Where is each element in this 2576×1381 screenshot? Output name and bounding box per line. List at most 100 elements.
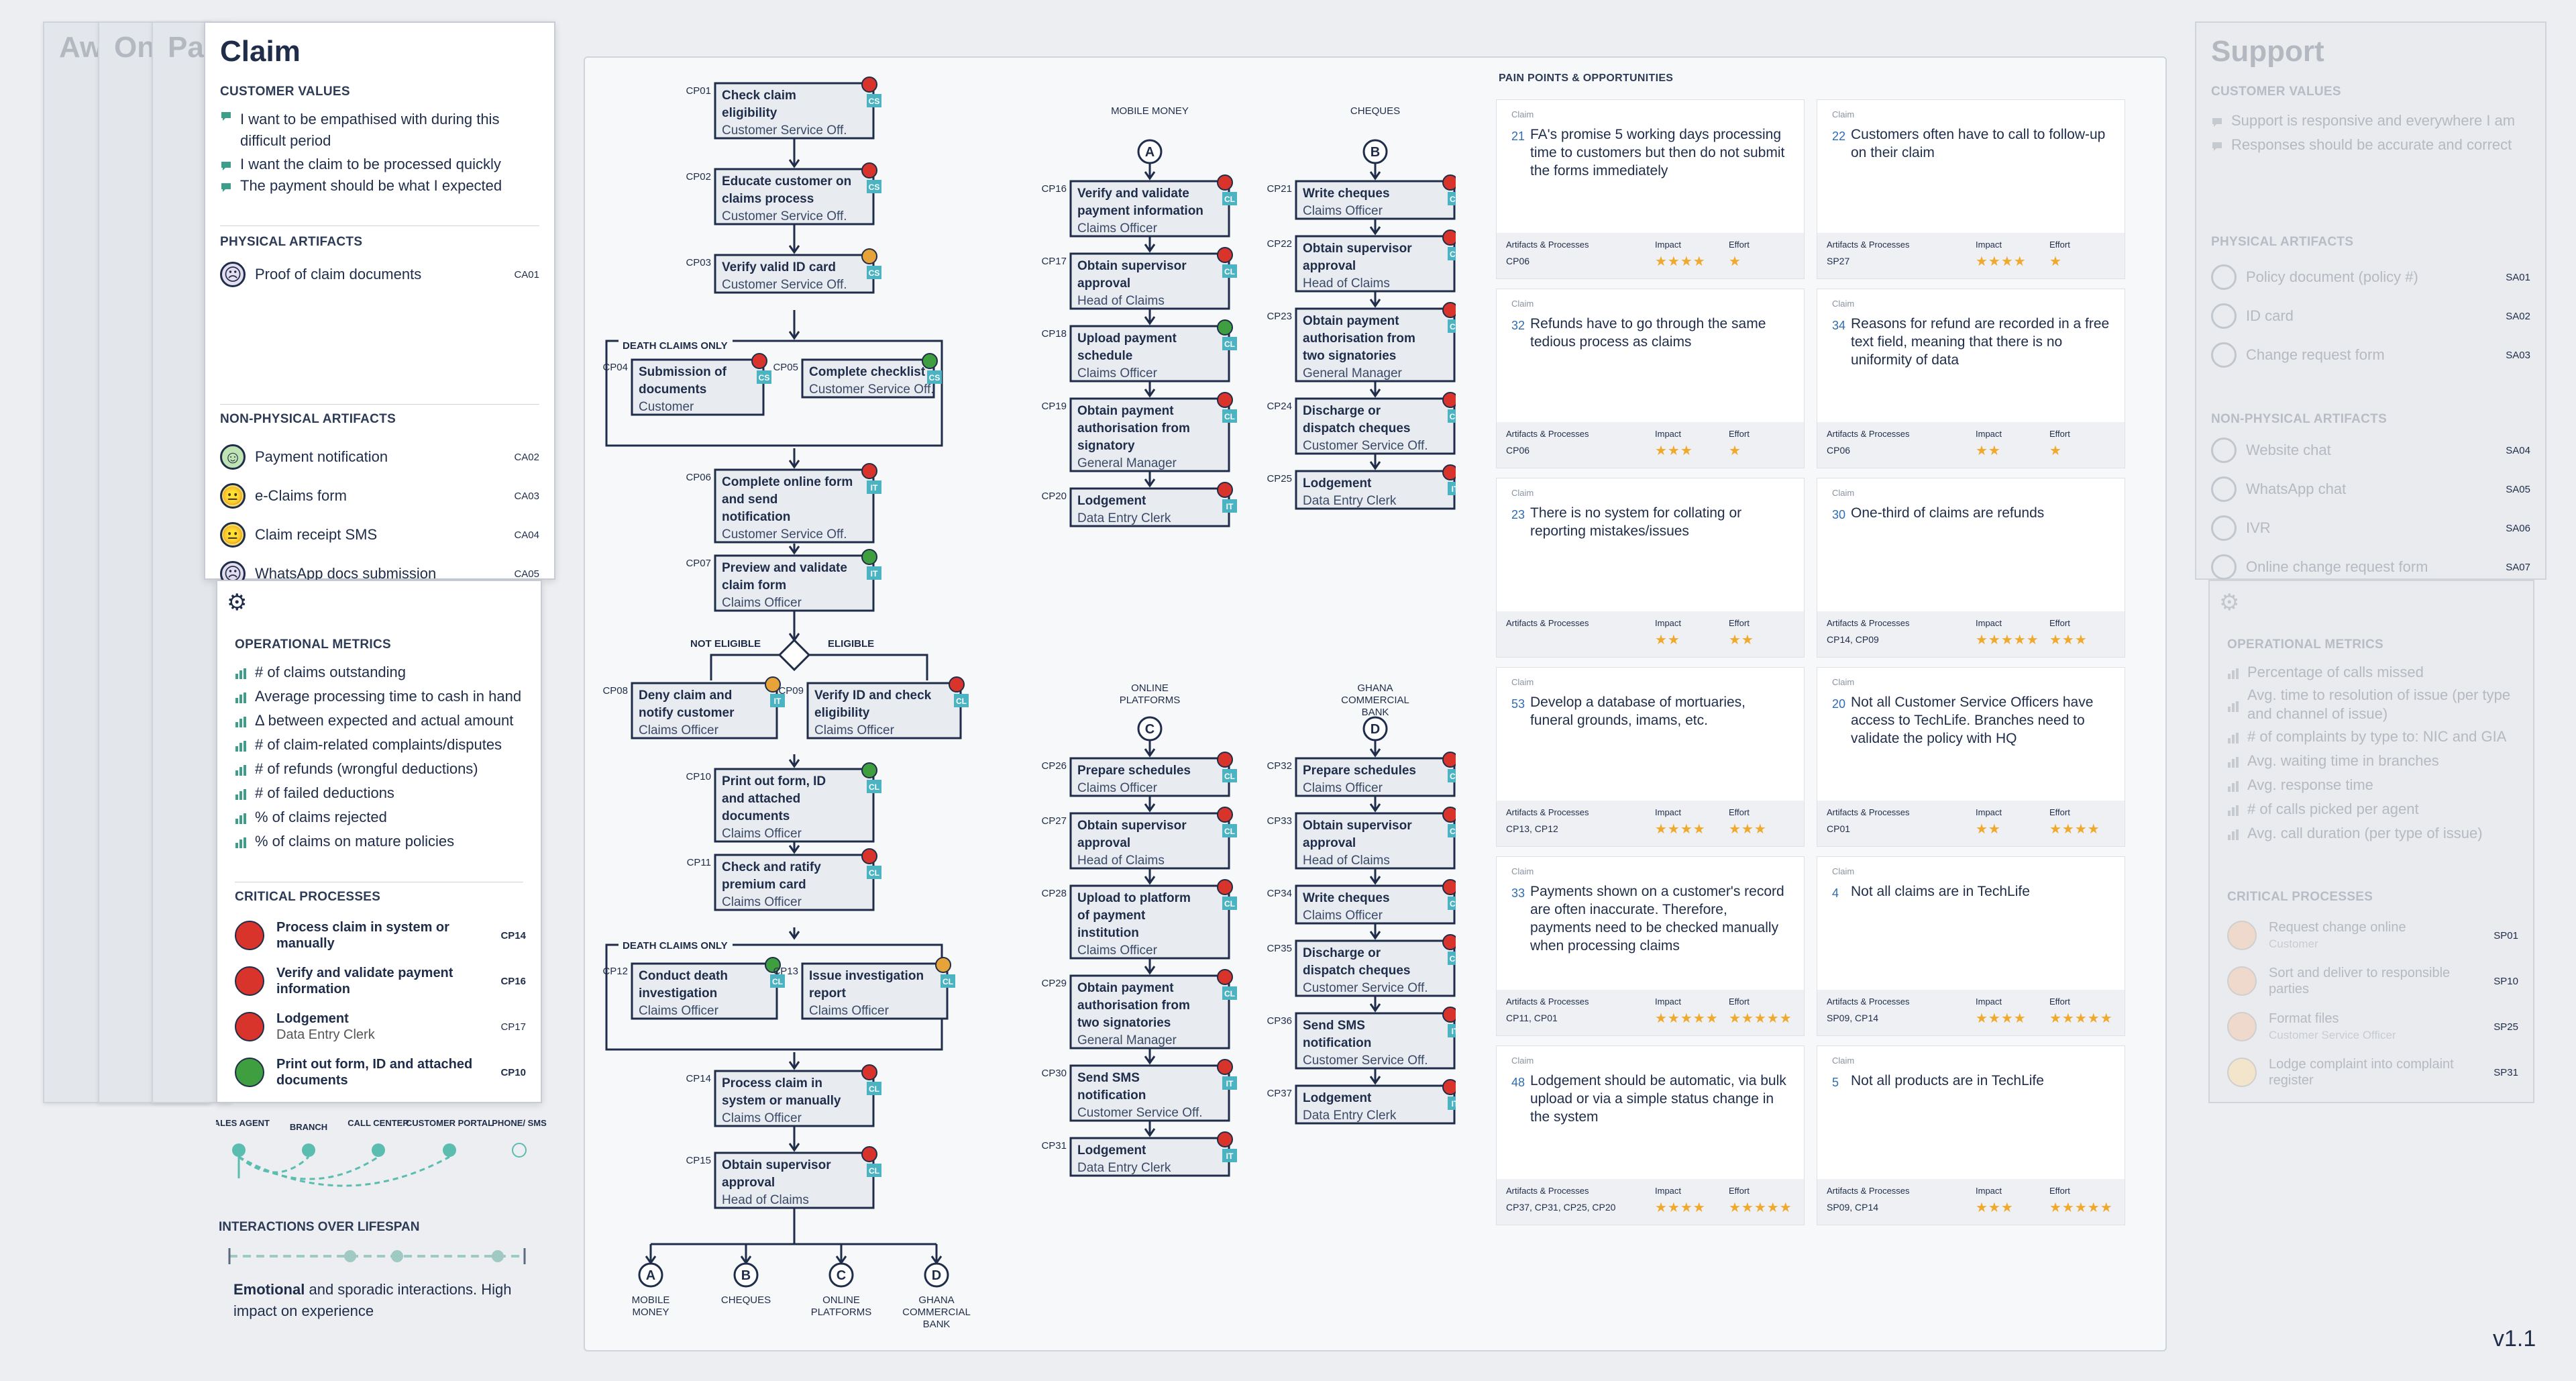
process-box	[631, 682, 778, 739]
channel-dot	[512, 1143, 527, 1158]
card-type: Claim	[1511, 488, 1534, 498]
tag-label: CL	[869, 782, 879, 792]
critical-process[interactable]: Print out form, ID and attached document…	[235, 1050, 526, 1095]
bar-chart-icon	[235, 690, 247, 703]
impact-label: Impact	[1655, 618, 1682, 628]
process-title: institution	[1077, 926, 1139, 940]
tag-badge	[867, 480, 881, 494]
process-box	[714, 554, 875, 612]
process-title: signatory	[1077, 439, 1135, 453]
support-card[interactable]: Support CUSTOMER VALUES Support is respo…	[2195, 21, 2546, 580]
artifacts-label: Artifacts & Processes	[1506, 618, 1589, 628]
metric-item: % of claims on mature policies	[235, 829, 537, 854]
effort-stars: ★★★★★	[2049, 1011, 2113, 1026]
process-title: eligibility	[814, 706, 870, 720]
customer-value: I want the claim to be processed quickly	[220, 156, 542, 173]
effort-stars: ★★★★★	[1729, 1200, 1792, 1215]
metric-item: Average processing time to cash in hand	[235, 684, 537, 709]
process-role: Customer	[639, 400, 694, 414]
impact-label: Impact	[1655, 1186, 1682, 1196]
card-type: Claim	[1511, 677, 1534, 687]
artifacts-value: CP13, CP12	[1506, 823, 1558, 834]
process-role: Data Entry Clerk	[1077, 1161, 1171, 1175]
card-text: Develop a database of mortuaries, funera…	[1530, 695, 1746, 728]
impact-label: Impact	[1655, 996, 1682, 1007]
connector-label: MOBILE	[632, 1294, 670, 1306]
impact-label: Impact	[1976, 996, 2002, 1007]
process-title: Write cheques	[1303, 187, 1390, 201]
process-code: CP03	[686, 257, 711, 268]
branch-label: NOT ELIGIBLE	[690, 638, 761, 650]
channel-label: CALL CENTER	[347, 1118, 409, 1128]
tag-badge	[757, 370, 771, 384]
connector-letter: B	[1371, 145, 1380, 160]
claim-operations-card[interactable]: ⚙ OPERATIONAL METRICS # of claims outsta…	[216, 580, 542, 1103]
card-number: 53	[1511, 697, 1525, 711]
bar-chart-icon	[2227, 666, 2239, 679]
artifacts-label: Artifacts & Processes	[1506, 429, 1589, 439]
physical-artifact[interactable]: Policy document (policy #)SA01	[2211, 258, 2530, 297]
card-type: Claim	[1832, 488, 1855, 498]
effort-stars: ★★	[1729, 633, 1754, 648]
tag-label: CL	[869, 1166, 879, 1176]
effort-stars: ★★★	[2049, 633, 2088, 648]
card-number: 30	[1832, 508, 1846, 521]
connector-label: ONLINE	[1131, 682, 1169, 694]
process-role: Claims Officer	[639, 723, 719, 737]
process-role: Claims Officer	[1077, 221, 1158, 236]
process-title: schedule	[1077, 349, 1132, 363]
group-label-bg	[619, 338, 733, 352]
process-code: CP25	[1267, 473, 1292, 484]
card-number: 20	[1832, 697, 1846, 711]
process-role: Customer Service Off.	[722, 278, 847, 292]
process-title: notification	[1303, 1036, 1371, 1050]
process-code: CP36	[1267, 1015, 1292, 1027]
process-role: Claims Officer	[722, 827, 802, 841]
process-title: Print out form, ID	[722, 774, 826, 788]
pain-point-card[interactable]: Claim 53 Develop a database of mortuaries,…	[1496, 667, 1805, 847]
process-box	[1069, 1137, 1230, 1177]
status-dot	[2227, 966, 2257, 996]
tag-badge	[1448, 409, 1456, 423]
arrow-head	[788, 845, 800, 854]
bar-chart-icon	[235, 739, 247, 752]
claim-card[interactable]: Claim CUSTOMER VALUES I want to be empat…	[204, 21, 555, 586]
tag-badge	[1448, 482, 1456, 495]
arrow-head	[788, 245, 800, 254]
speech-icon	[2211, 139, 2223, 151]
tag-label: CL	[869, 1084, 879, 1094]
process-box	[714, 1070, 875, 1127]
status-dot	[1217, 1131, 1233, 1147]
process-box	[801, 358, 935, 399]
support-operations-card[interactable]: ⚙ OPERATIONAL METRICS Percentage of call…	[2208, 580, 2534, 1103]
